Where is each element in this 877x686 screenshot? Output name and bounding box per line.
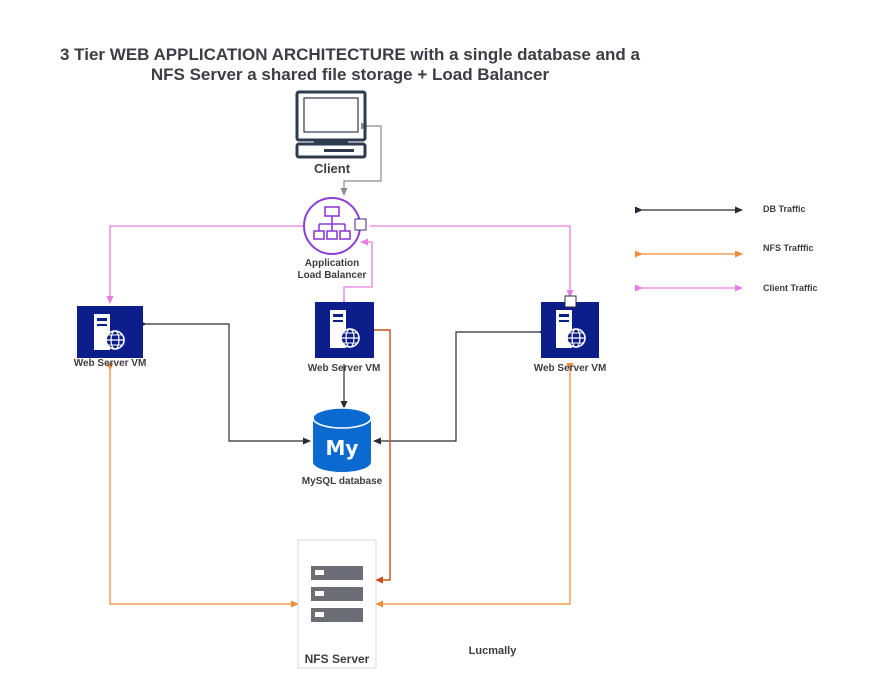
legend-client-label: Client Traffic bbox=[763, 283, 818, 293]
load-balancer-label-line-1: Application bbox=[304, 258, 360, 269]
nfs-traffic-center bbox=[369, 326, 391, 584]
web-server-right-label: Web Server VM bbox=[533, 363, 607, 374]
db-traffic-right bbox=[373, 328, 546, 445]
web-server-left-label: Web Server VM bbox=[73, 358, 147, 369]
web-server-center-label: Web Server VM bbox=[307, 363, 381, 374]
mysql-database-label: MySQL database bbox=[301, 476, 383, 487]
mysql-database-icon: My bbox=[312, 407, 372, 472]
client-traffic-center bbox=[340, 238, 373, 307]
nfs-server-label: NFS Server bbox=[304, 652, 370, 666]
watermark-label: Lucmally bbox=[468, 645, 517, 657]
diagram-title-line-2: NFS Server a shared file storage + Load … bbox=[150, 65, 550, 84]
client-to-lb-line bbox=[340, 122, 382, 196]
client-computer-icon bbox=[295, 90, 367, 159]
nfs-traffic-right bbox=[375, 363, 574, 608]
legend-db-label: DB Traffic bbox=[763, 204, 806, 214]
web-server-left-icon bbox=[77, 306, 143, 358]
nfs-traffic-left bbox=[106, 363, 299, 608]
client-label: Client bbox=[313, 161, 351, 176]
mysql-logo-text: My bbox=[326, 436, 359, 460]
web-server-right-icon bbox=[541, 295, 599, 358]
legend-nfs-label: NFS Trafffic bbox=[763, 243, 814, 253]
nfs-server-icon bbox=[297, 539, 377, 669]
load-balancer-icon bbox=[303, 197, 367, 255]
client-traffic-right bbox=[370, 225, 574, 298]
load-balancer-label-line-2: Load Balancer bbox=[297, 270, 367, 281]
db-traffic-left bbox=[139, 320, 311, 445]
diagram-title-line-1: 3 Tier WEB APPLICATION ARCHITECTURE with… bbox=[60, 45, 640, 64]
web-server-center-icon bbox=[315, 302, 374, 358]
client-traffic-left bbox=[106, 225, 303, 304]
